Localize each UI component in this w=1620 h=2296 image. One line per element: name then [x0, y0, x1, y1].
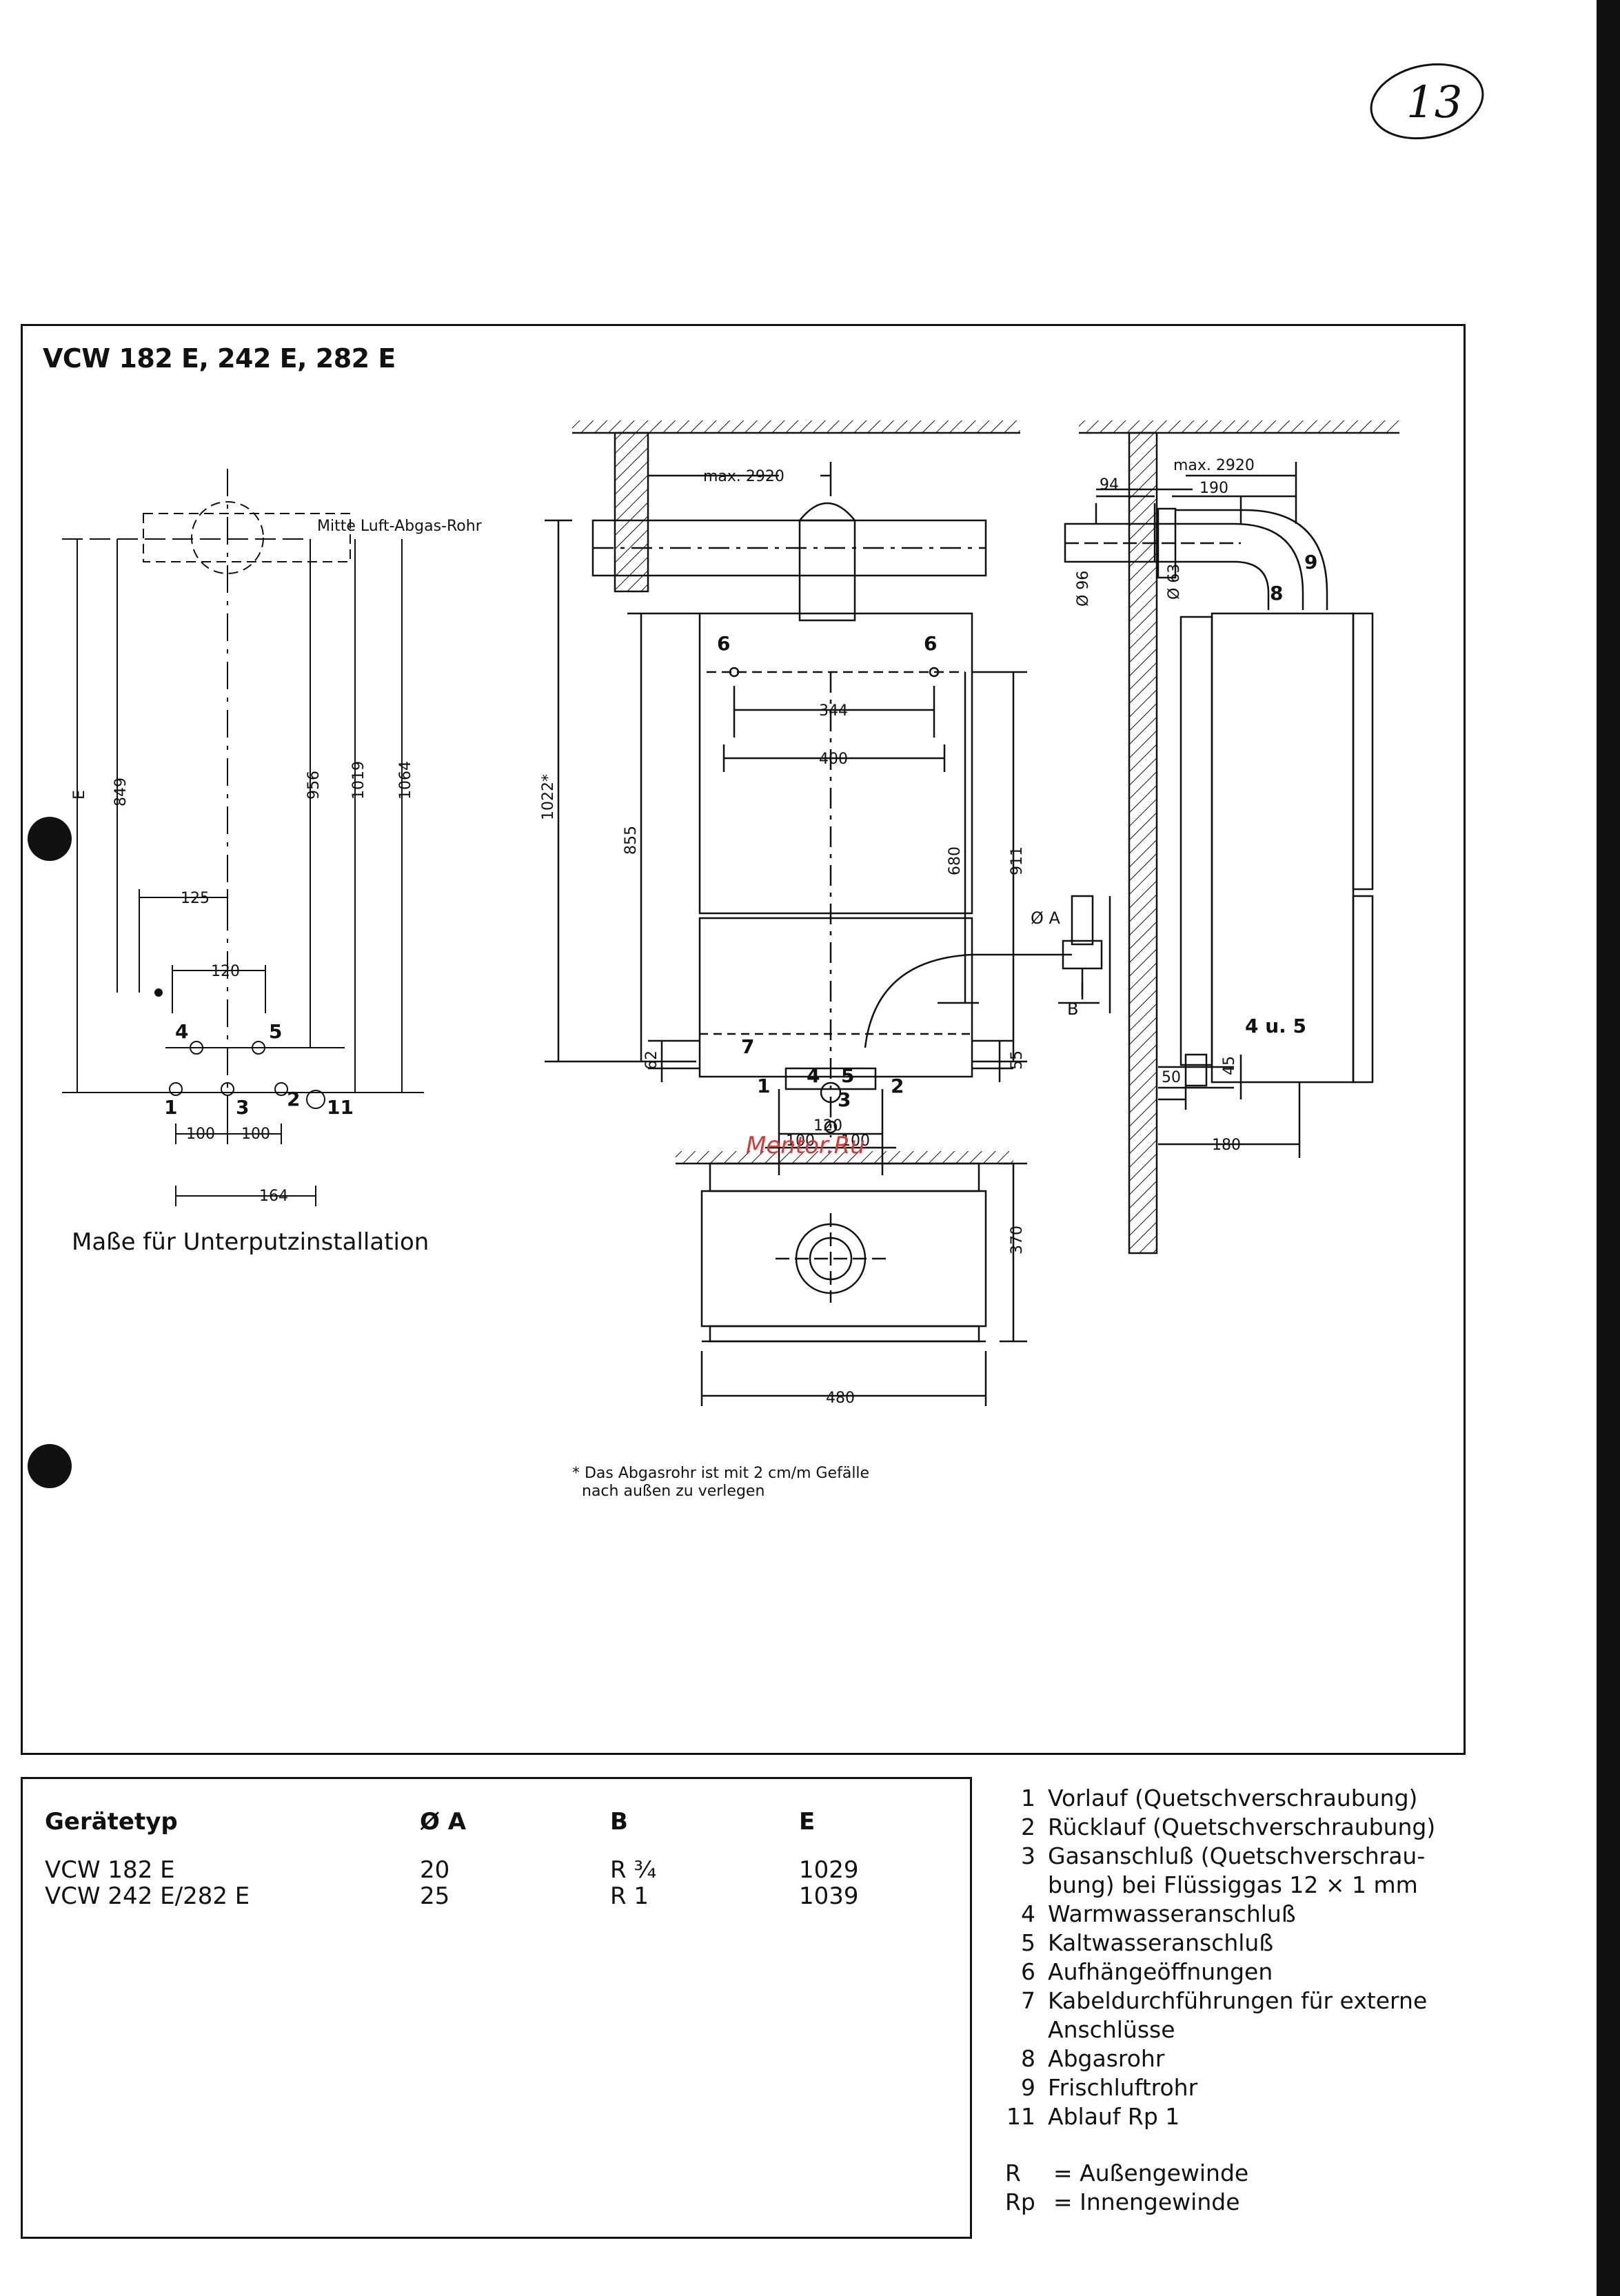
- header-geraetetyp: Gerätetyp: [45, 1808, 178, 1836]
- punch-hole: [28, 1444, 72, 1488]
- svg-text:6: 6: [924, 632, 937, 655]
- svg-text:3: 3: [236, 1096, 249, 1119]
- svg-text:855: 855: [622, 826, 640, 855]
- watermark: Mentor.Ru: [746, 1132, 865, 1159]
- underplaster-diagram: [62, 469, 424, 1206]
- table-cell: 1039: [799, 1882, 859, 1910]
- model-title: VCW 182 E, 242 E, 282 E: [43, 343, 396, 374]
- svg-text:4: 4: [175, 1020, 188, 1043]
- underplaster-caption: Maße für Unterputzinstallation: [72, 1228, 429, 1256]
- svg-text:50: 50: [1162, 1069, 1181, 1086]
- svg-text:7: 7: [741, 1035, 754, 1058]
- svg-text:680: 680: [946, 846, 964, 875]
- footnote: * Das Abgasrohr ist mit 2 cm/m Gefälle n…: [572, 1465, 958, 1501]
- svg-text:B: B: [1067, 999, 1078, 1019]
- svg-text:2: 2: [891, 1075, 904, 1097]
- svg-text:1019: 1019: [350, 761, 367, 800]
- svg-text:370: 370: [1009, 1226, 1026, 1254]
- svg-text:480: 480: [826, 1390, 855, 1407]
- abbreviations: R= Außengewinde Rp= Innengewinde: [1005, 2159, 1248, 2217]
- svg-text:62: 62: [643, 1050, 660, 1070]
- center-label: Mitte Luft-Abgas-Rohr: [317, 518, 483, 535]
- svg-text:125: 125: [181, 890, 210, 907]
- svg-text:100: 100: [841, 1132, 870, 1150]
- svg-text:3: 3: [838, 1088, 851, 1111]
- table-cell: VCW 242 E/282 E: [45, 1882, 250, 1910]
- svg-text:164: 164: [259, 1188, 288, 1205]
- svg-text:5: 5: [841, 1064, 854, 1087]
- svg-text:180: 180: [1212, 1137, 1241, 1154]
- punch-hole: [28, 817, 72, 861]
- svg-text:max. 2920: max. 2920: [703, 468, 784, 485]
- table-cell: 20: [420, 1856, 450, 1884]
- header-b: B: [610, 1808, 628, 1836]
- svg-text:6: 6: [717, 632, 730, 655]
- svg-text:4: 4: [807, 1064, 820, 1087]
- abbrev-item: R= Außengewinde: [1005, 2160, 1249, 2186]
- svg-text:911: 911: [1009, 846, 1026, 875]
- svg-text:1: 1: [164, 1096, 177, 1119]
- svg-text:Ø A: Ø A: [1031, 908, 1061, 928]
- footnote-line: nach außen zu verlegen: [582, 1483, 765, 1500]
- abbrev-item: Rp= Innengewinde: [1005, 2188, 1240, 2215]
- svg-text:849: 849: [112, 778, 130, 806]
- table-cell: R 1: [610, 1882, 649, 1910]
- svg-text:1022*: 1022*: [540, 774, 557, 820]
- side-view-boiler: [1064, 420, 1399, 1254]
- svg-text:4 u. 5: 4 u. 5: [1245, 1015, 1306, 1037]
- svg-text:120: 120: [211, 963, 240, 980]
- svg-text:1064: 1064: [397, 761, 414, 800]
- side-view-labels: max. 2920 94 190 Ø 96 Ø 63 45 50 180 9 8…: [1075, 457, 1317, 1154]
- svg-text:190: 190: [1199, 480, 1228, 497]
- svg-text:9: 9: [1304, 551, 1317, 573]
- svg-text:1: 1: [757, 1075, 770, 1097]
- svg-text:400: 400: [819, 751, 848, 768]
- specs-table: Gerätetyp Ø A B E VCW 182 E 20 R ¾ 1029 …: [21, 1777, 972, 2239]
- scan-edge: [1597, 0, 1620, 2296]
- svg-text:55: 55: [1009, 1050, 1026, 1070]
- footnote-line: * Das Abgasrohr ist mit 2 cm/m Gefälle: [572, 1465, 870, 1482]
- page-number-seal: 13: [1370, 63, 1484, 140]
- svg-text:max. 2920: max. 2920: [1173, 457, 1255, 474]
- drawing-frame: [21, 324, 1466, 1755]
- svg-text:956: 956: [305, 771, 323, 800]
- front-view-boiler: [545, 420, 1111, 1406]
- header-e: E: [799, 1808, 816, 1836]
- underplaster-labels: Mitte Luft-Abgas-Rohr E 849 956 1019 106…: [71, 518, 483, 1205]
- svg-text:5: 5: [269, 1020, 282, 1043]
- svg-text:120: 120: [813, 1117, 842, 1135]
- svg-text:Ø 63: Ø 63: [1166, 564, 1183, 600]
- technical-drawing: Mitte Luft-Abgas-Rohr E 849 956 1019 106…: [62, 420, 1399, 1407]
- svg-text:100: 100: [241, 1126, 270, 1143]
- front-view-labels: max. 2920 1022* 855 344 400 911 680 62 5…: [540, 468, 1078, 1407]
- svg-text:344: 344: [819, 702, 848, 720]
- svg-text:Ø 96: Ø 96: [1075, 571, 1092, 607]
- svg-text:100: 100: [786, 1132, 815, 1150]
- table-cell: 25: [420, 1882, 450, 1910]
- svg-text:2: 2: [287, 1088, 300, 1110]
- svg-text:94: 94: [1100, 476, 1119, 494]
- table-cell: R ¾: [610, 1856, 657, 1884]
- table-cell: VCW 182 E: [45, 1856, 175, 1884]
- page-number-text: 13: [1406, 77, 1462, 128]
- svg-text:11: 11: [327, 1096, 354, 1119]
- svg-text:E: E: [71, 790, 88, 800]
- table-cell: 1029: [799, 1856, 859, 1884]
- header-diam-a: Ø A: [420, 1808, 467, 1836]
- svg-text:45: 45: [1221, 1056, 1238, 1075]
- svg-text:100: 100: [186, 1126, 215, 1143]
- svg-text:8: 8: [1270, 582, 1283, 605]
